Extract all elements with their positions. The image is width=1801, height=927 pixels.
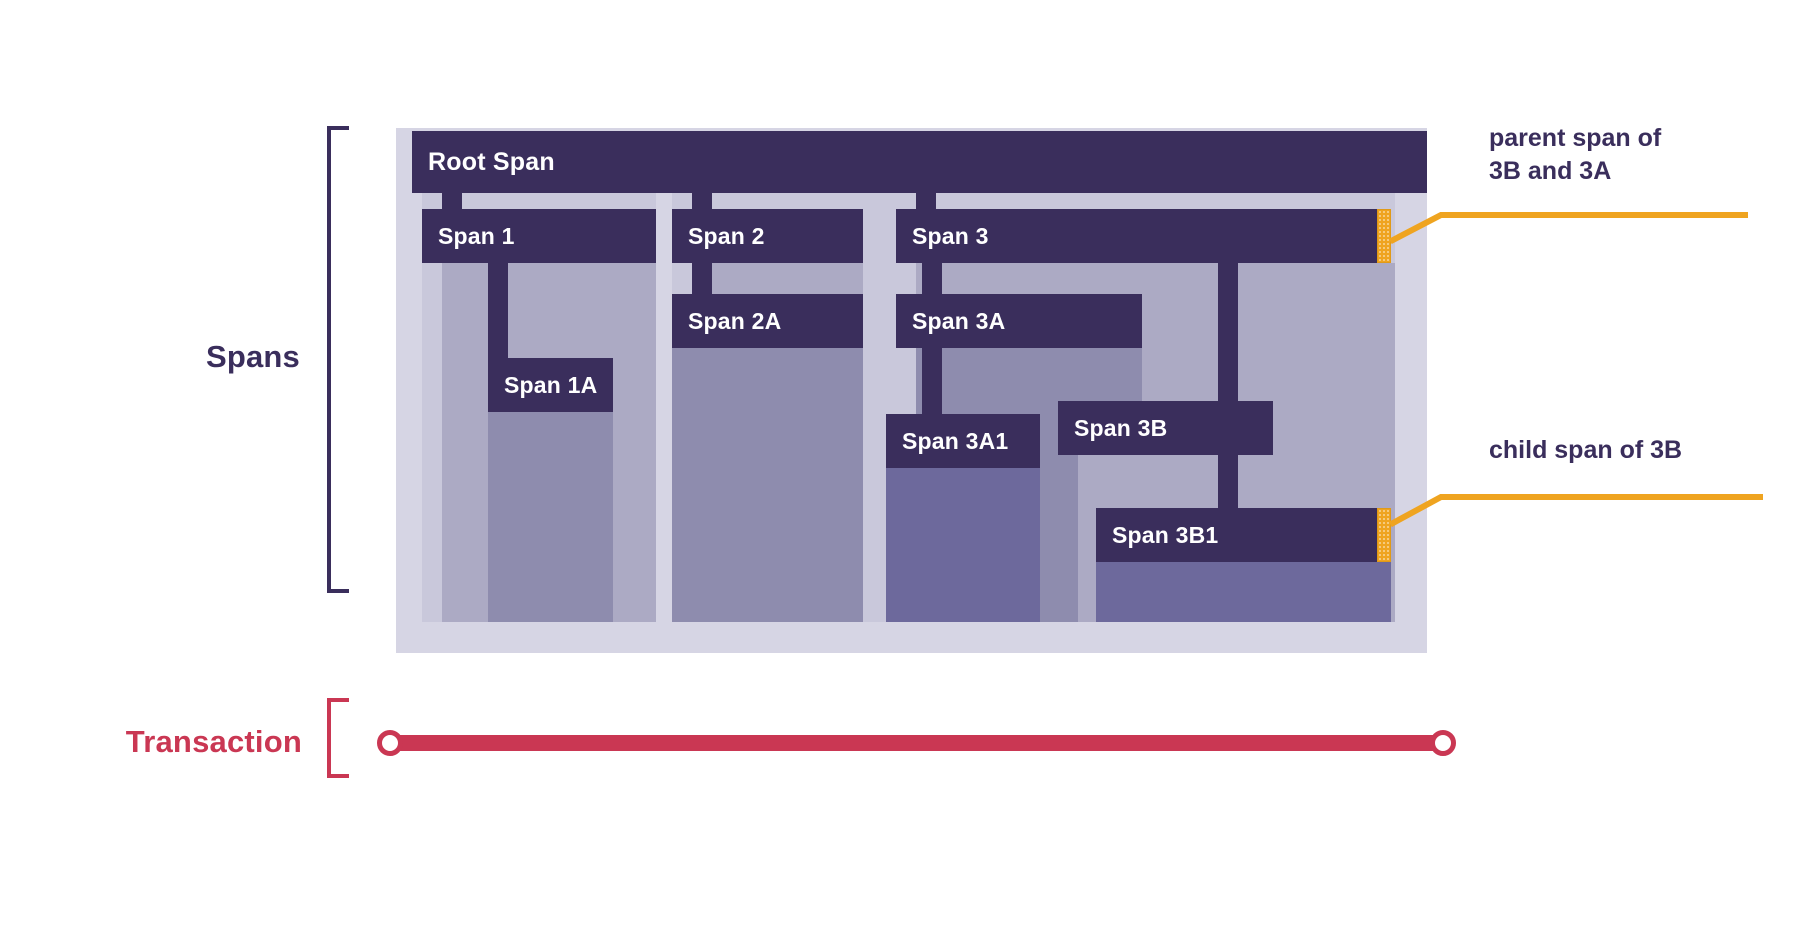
span-bar-3b[interactable]: Span 3B bbox=[1058, 401, 1273, 455]
span-label-3a1: Span 3A1 bbox=[902, 427, 1009, 454]
transaction-end-dot bbox=[1430, 730, 1456, 756]
callout-child-span-text: child span of 3B bbox=[1489, 436, 1683, 464]
spans-panel: Root Span Span 1 Span 1A Span 2 Span 2A bbox=[396, 128, 1427, 653]
connector-span3b-to-span3b1 bbox=[1218, 455, 1238, 515]
span-bar-3a1[interactable]: Span 3A1 bbox=[886, 414, 1040, 468]
span-bar-2a[interactable]: Span 2A bbox=[672, 294, 863, 348]
parent-span-marker bbox=[1377, 209, 1391, 263]
span-label-root: Root Span bbox=[428, 147, 555, 176]
spans-bracket bbox=[327, 126, 349, 593]
callout-parent-span-text: parent span of 3B and 3A bbox=[1489, 124, 1662, 185]
child-span-marker bbox=[1377, 508, 1391, 562]
span-label-1: Span 1 bbox=[438, 222, 515, 249]
span-label-3: Span 3 bbox=[912, 222, 989, 249]
span-body-3a1 bbox=[886, 468, 1040, 622]
span-label-2: Span 2 bbox=[688, 222, 765, 249]
spans-section-label: Spans bbox=[205, 339, 300, 374]
span-bar-1[interactable]: Span 1 bbox=[422, 209, 656, 263]
span-label-1a: Span 1A bbox=[504, 371, 598, 398]
transaction-section-label: Transaction bbox=[125, 724, 302, 759]
span-bar-1a[interactable]: Span 1A bbox=[488, 358, 613, 412]
span-body-1a bbox=[488, 412, 613, 622]
span-bar-2[interactable]: Span 2 bbox=[672, 209, 863, 263]
transaction-bar bbox=[385, 735, 1443, 751]
span-bar-3b1-real[interactable]: Span 3B1 bbox=[1096, 508, 1377, 562]
transaction-bracket bbox=[327, 698, 349, 778]
span-label-3a: Span 3A bbox=[912, 307, 1006, 334]
span-bar-root[interactable]: Root Span bbox=[412, 131, 1427, 193]
span-bar-3[interactable]: Span 3 bbox=[896, 209, 1389, 263]
span-bar-3a[interactable]: Span 3A bbox=[896, 294, 1142, 348]
span-label-3b1: Span 3B1 bbox=[1112, 521, 1219, 548]
transaction-start-dot bbox=[377, 730, 403, 756]
span-body-3b1 bbox=[1096, 562, 1391, 622]
span-body-2a bbox=[672, 348, 863, 622]
span-label-3b: Span 3B bbox=[1074, 414, 1168, 441]
span-label-2a: Span 2A bbox=[688, 307, 782, 334]
